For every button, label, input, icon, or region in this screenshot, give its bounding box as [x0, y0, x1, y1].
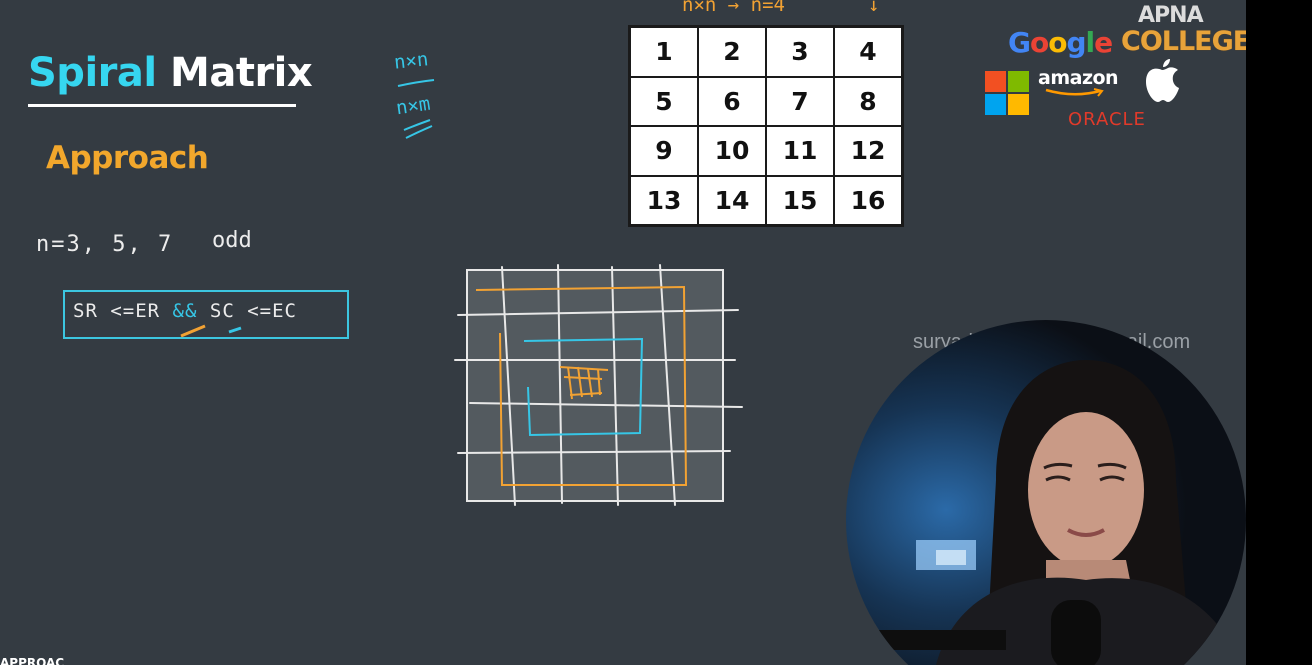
- google-letter: e: [1094, 26, 1113, 59]
- google-letter: o: [1029, 26, 1049, 59]
- google-letter: l: [1085, 26, 1096, 59]
- amazon-smile-icon: [1045, 88, 1104, 97]
- note-top-arrow: ↓: [868, 0, 880, 16]
- microsoft-square: [985, 94, 1006, 115]
- title-word-matrix: Matrix: [170, 50, 313, 96]
- matrix-cell: 14: [698, 175, 766, 225]
- google-letter: G: [1008, 26, 1031, 59]
- slide-title: Spiral Matrix: [28, 50, 313, 96]
- matrix-cell: 4: [834, 27, 902, 77]
- note-top: n×n → n=4: [682, 0, 785, 16]
- matrix-cell: 11: [766, 126, 834, 176]
- amazon-logo: amazon: [1038, 67, 1119, 89]
- note-odd-values: n=3, 5, 7: [36, 232, 174, 257]
- microsoft-square: [985, 71, 1006, 92]
- microsoft-logo: [985, 71, 1029, 115]
- google-letter: o: [1048, 26, 1067, 59]
- condition-rows: SR <=ER: [73, 300, 161, 322]
- matrix-cell: 2: [698, 27, 766, 77]
- matrix-cell: 10: [698, 126, 766, 176]
- loop-condition-box: SR <=ER && SC <=EC: [63, 290, 349, 339]
- matrix-cell: 1: [630, 27, 698, 77]
- note-odd-label: odd: [212, 228, 252, 253]
- matrix-cell: 3: [766, 27, 834, 77]
- title-underline: [28, 104, 296, 107]
- matrix-cell: 7: [766, 76, 834, 126]
- condition-cols: SC <=EC: [209, 300, 297, 322]
- microsoft-square: [1008, 94, 1029, 115]
- bottom-partial-text: APPROAC: [0, 656, 65, 665]
- title-word-spiral: Spiral: [28, 50, 157, 96]
- black-margin: [1246, 0, 1312, 665]
- matrix-cell: 12: [834, 126, 902, 176]
- apna-logo-text: APNA: [1138, 3, 1204, 28]
- condition-and: &&: [172, 300, 198, 322]
- college-logo-text: COLLEGE: [1121, 26, 1246, 57]
- matrix-cell: 16: [834, 175, 902, 225]
- microsoft-square: [1008, 71, 1029, 92]
- matrix-cell: 8: [834, 76, 902, 126]
- matrix-cell: 15: [766, 175, 834, 225]
- google-letter: g: [1066, 26, 1086, 59]
- subtitle-approach: Approach: [46, 140, 209, 176]
- presenter-webcam: [846, 320, 1246, 665]
- lecture-slide: Spiral Matrix Approach n×n n×m n×n → n=4…: [0, 0, 1246, 665]
- spiral-layers-sketch: [454, 264, 743, 506]
- oracle-logo: ORACLE: [1068, 109, 1146, 130]
- condition-marks: [180, 324, 242, 338]
- apple-logo-icon: [1146, 59, 1179, 102]
- loop-condition: SR <=ER && SC <=EC: [73, 300, 297, 322]
- note-underlines: [397, 79, 435, 139]
- matrix-cell: 9: [630, 126, 698, 176]
- google-logo: Google: [1008, 26, 1113, 59]
- matrix-cell: 6: [698, 76, 766, 126]
- matrix-cell: 5: [630, 76, 698, 126]
- matrix-cell: 13: [630, 175, 698, 225]
